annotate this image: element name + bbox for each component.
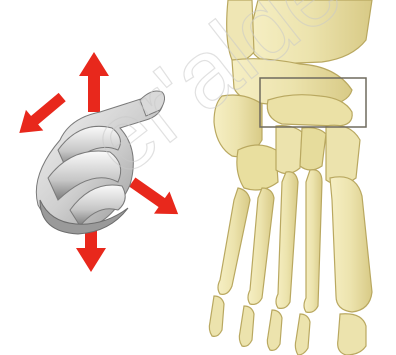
toe-5-phalanx (209, 296, 224, 336)
metatarsal-1 (330, 177, 372, 312)
arrow-upper-left-icon (11, 87, 71, 144)
toe-3-phalanx (267, 310, 282, 350)
cuboid-bone (237, 145, 278, 190)
metatarsal-2 (304, 170, 322, 313)
toe-4-phalanx (239, 306, 254, 346)
toe-1-phalanx (338, 314, 366, 355)
metatarsal-5 (218, 188, 250, 294)
metatarsal-4 (248, 188, 274, 304)
cuneiform-medial (326, 125, 360, 184)
metatarsal-3 (276, 172, 298, 309)
cuneiform-lateral (276, 126, 302, 174)
cuneiform-intermediate (300, 128, 326, 170)
toe-2-phalanx (295, 314, 310, 355)
